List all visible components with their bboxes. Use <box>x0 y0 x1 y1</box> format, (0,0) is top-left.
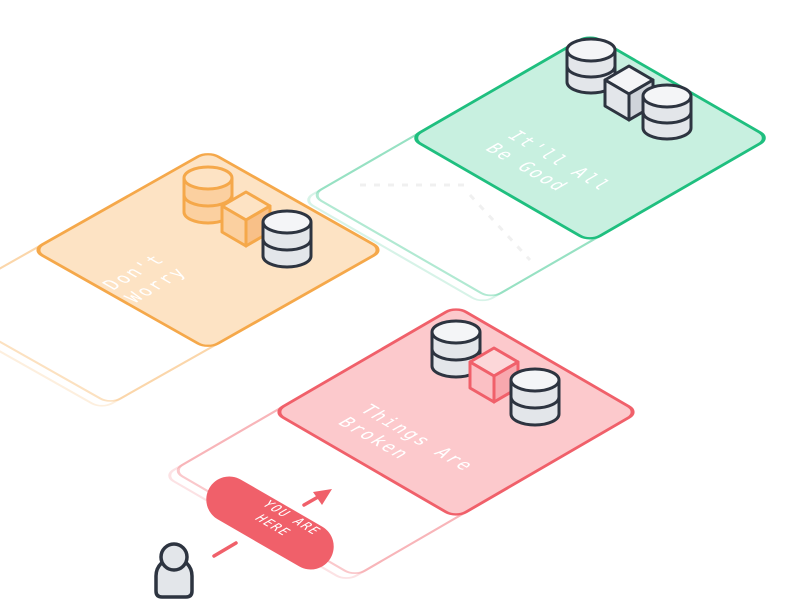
database-icon <box>565 37 617 95</box>
connector-path <box>360 183 532 262</box>
person-icon <box>154 542 194 599</box>
platform-broken: Things Are Broken <box>168 308 635 579</box>
database-icon <box>261 209 313 269</box>
database-icon <box>509 367 561 427</box>
arrow-icon <box>212 495 320 558</box>
database-icon <box>641 83 693 141</box>
server-cube-icon <box>468 346 520 404</box>
platform-worry: Don't Worry <box>0 153 380 407</box>
you-are-here-marker: YOU ARE HERE <box>206 476 334 570</box>
database-icon <box>182 165 234 225</box>
platform-good: It'll All Be Good <box>307 36 766 302</box>
